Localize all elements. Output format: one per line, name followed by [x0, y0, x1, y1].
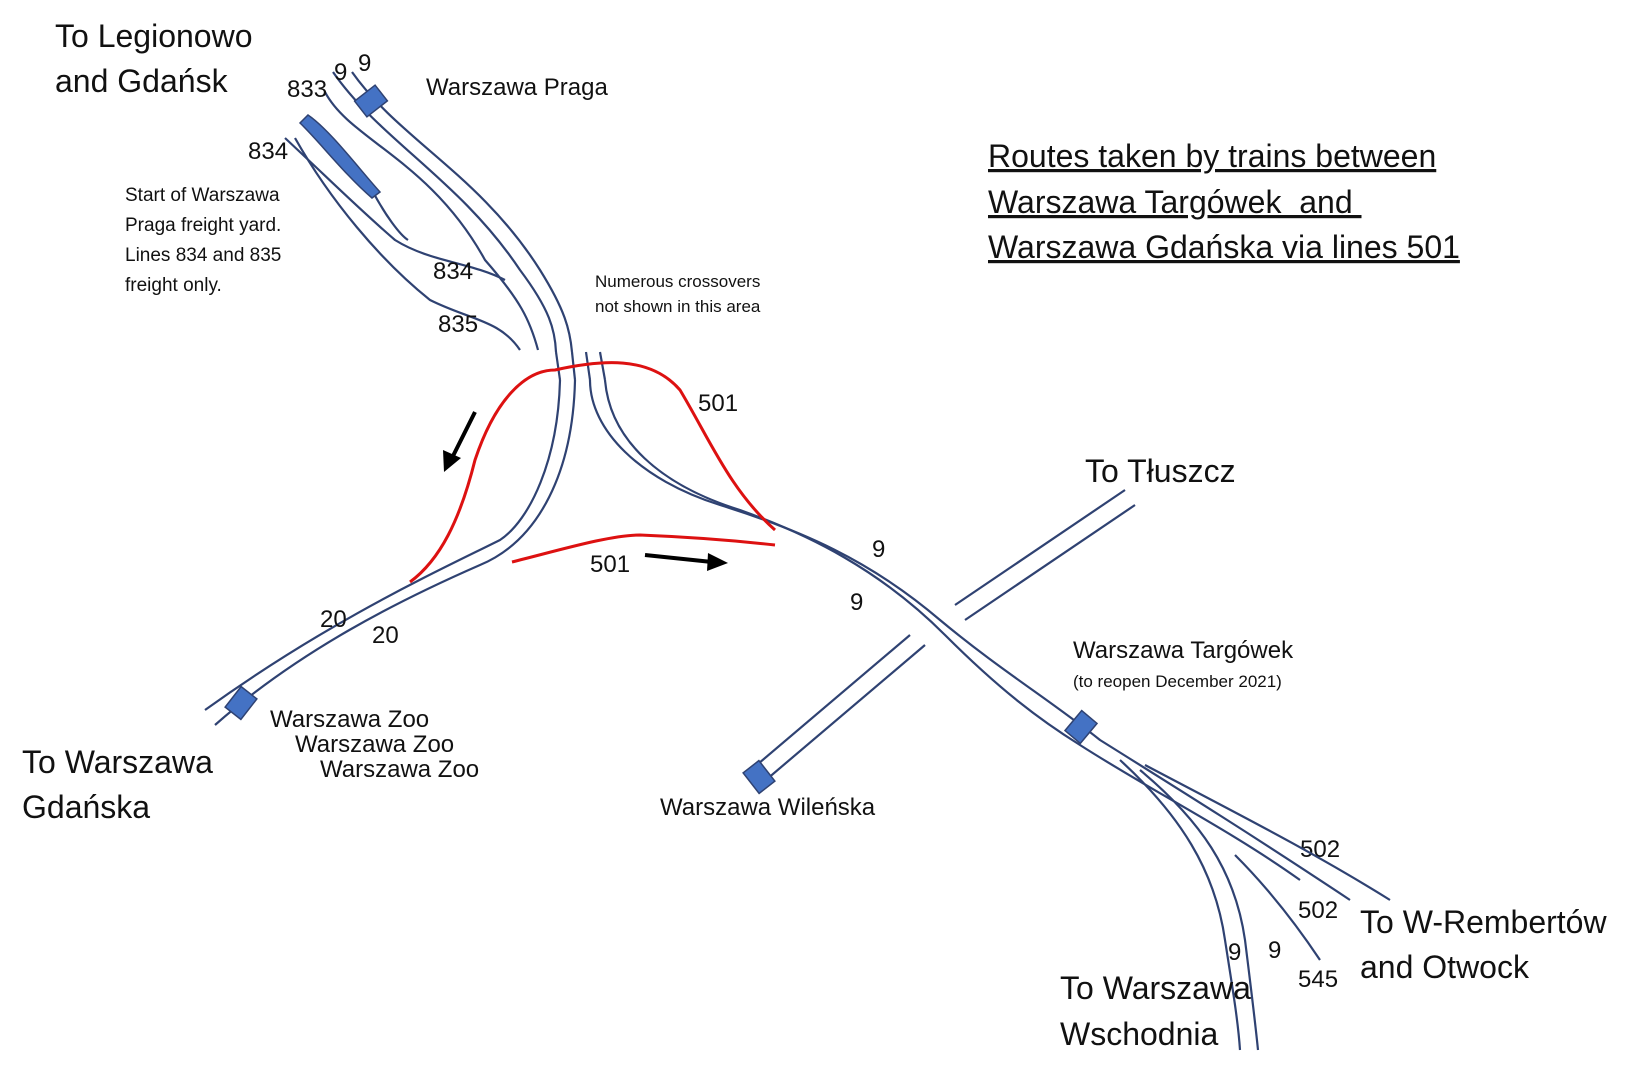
- line-502-b-label: 502: [1298, 897, 1338, 924]
- station-wilenska-marker: [742, 759, 776, 795]
- crossovers-note-line-1: Numerous crossovers: [595, 272, 760, 291]
- line-545-label: 545: [1298, 966, 1338, 993]
- station-zoo-marker: [224, 685, 258, 721]
- dest-rembertow-line-2: and Otwock: [1360, 949, 1530, 985]
- track-835: [371, 189, 409, 241]
- track-9-north-b: [351, 71, 574, 353]
- station-zoo-label-1: Warszawa Zoo: [270, 706, 429, 733]
- line-834-mid-label: 834: [433, 258, 473, 285]
- line-501-upper-label: 501: [698, 390, 738, 417]
- track-20-stem-a: [554, 351, 562, 381]
- route-501-upper: [409, 361, 776, 584]
- dest-wschodnia-line-1: To Warszawa: [1060, 970, 1251, 1006]
- station-praga-label: Warszawa Praga: [426, 74, 608, 101]
- line-9-top-b-label: 9: [358, 50, 371, 77]
- dest-gdanska-line-1: To Warszawa: [22, 744, 213, 780]
- freight-note-line-1: Start of Warszawa: [125, 185, 280, 206]
- line-20-a-label: 20: [320, 606, 347, 633]
- dest-gdanska-line-2: Gdańska: [22, 789, 150, 825]
- track-9-north-a: [332, 71, 558, 353]
- arrow-east: [644, 553, 713, 564]
- line-501-lower-label: 501: [590, 551, 630, 578]
- freight-note-line-2: Praga freight yard.: [125, 215, 281, 236]
- track-wilenska-a: [744, 634, 911, 776]
- track-834-upper: [284, 137, 506, 281]
- route-501-lower: [511, 533, 776, 564]
- dest-legionowo-line-2: and Gdańsk: [55, 63, 229, 99]
- track-9-east-b: [603, 379, 1301, 881]
- track-833: [324, 91, 540, 351]
- line-9-mid-b-label: 9: [850, 589, 863, 616]
- direction-arrows: [443, 411, 728, 571]
- track-9-wschodnia-a: [1139, 769, 1260, 1051]
- diagram-title-line-2: Warszawa Targówek and: [988, 184, 1362, 220]
- line-20-b-label: 20: [372, 622, 399, 649]
- track-20-west-a: [204, 379, 562, 711]
- line-835-label: 835: [438, 311, 478, 338]
- line-9-mid-a-label: 9: [872, 536, 885, 563]
- diagram-title-line-3: Warszawa Gdańska via lines 501: [988, 229, 1460, 265]
- station-markers: [224, 84, 1099, 795]
- track-545: [1234, 854, 1321, 961]
- station-targowek-marker: [1063, 709, 1099, 745]
- routes-501: [409, 361, 776, 584]
- dest-rembertow-line-1: To W-Rembertów: [1360, 904, 1607, 940]
- track-502-upper: [1144, 764, 1391, 901]
- arrow-southwest: [450, 411, 477, 459]
- dest-wschodnia-line-2: Wschodnia: [1060, 1016, 1219, 1052]
- track-20-west-b: [214, 379, 577, 726]
- line-9-top-a-label: 9: [334, 59, 347, 86]
- station-praga-marker: [353, 84, 389, 118]
- track-tluszcz-a: [954, 489, 1126, 606]
- station-zoo-label-3: Warszawa Zoo: [320, 756, 479, 783]
- track-834-lower: [294, 137, 521, 351]
- track-9-wschodnia-b: [1119, 759, 1242, 1051]
- labels: Routes taken by trains between Warszawa …: [22, 18, 1607, 1052]
- freight-note-line-4: freight only.: [125, 275, 222, 296]
- station-wilenska-label: Warszawa Wileńska: [660, 794, 876, 821]
- station-zoo-label-2: Warszawa Zoo: [295, 731, 454, 758]
- dest-tluszcz: To Tłuszcz: [1085, 453, 1236, 489]
- line-9-bot-b-label: 9: [1268, 937, 1281, 964]
- track-tluszcz-b: [964, 504, 1136, 621]
- line-833-label: 833: [287, 76, 327, 103]
- track-9-east-stem-b: [598, 351, 607, 381]
- arrowhead-southwest: [443, 450, 461, 472]
- line-9-bot-a-label: 9: [1228, 939, 1241, 966]
- track-9-east-a: [588, 379, 1351, 901]
- line-834-top-label: 834: [248, 138, 288, 165]
- freight-yard-marker: [298, 114, 382, 199]
- freight-note-line-3: Lines 834 and 835: [125, 245, 281, 266]
- crossovers-note-line-2: not shown in this area: [595, 297, 761, 316]
- dest-legionowo-line-1: To Legionowo: [55, 18, 252, 54]
- arrowhead-east: [707, 553, 728, 571]
- track-9-east-stem-a: [584, 351, 592, 381]
- track-wilenska-b: [759, 644, 926, 786]
- station-targowek-note: (to reopen December 2021): [1073, 672, 1282, 691]
- station-targowek-label: Warszawa Targówek: [1073, 637, 1294, 664]
- diagram-title-line-1: Routes taken by trains between: [988, 138, 1436, 174]
